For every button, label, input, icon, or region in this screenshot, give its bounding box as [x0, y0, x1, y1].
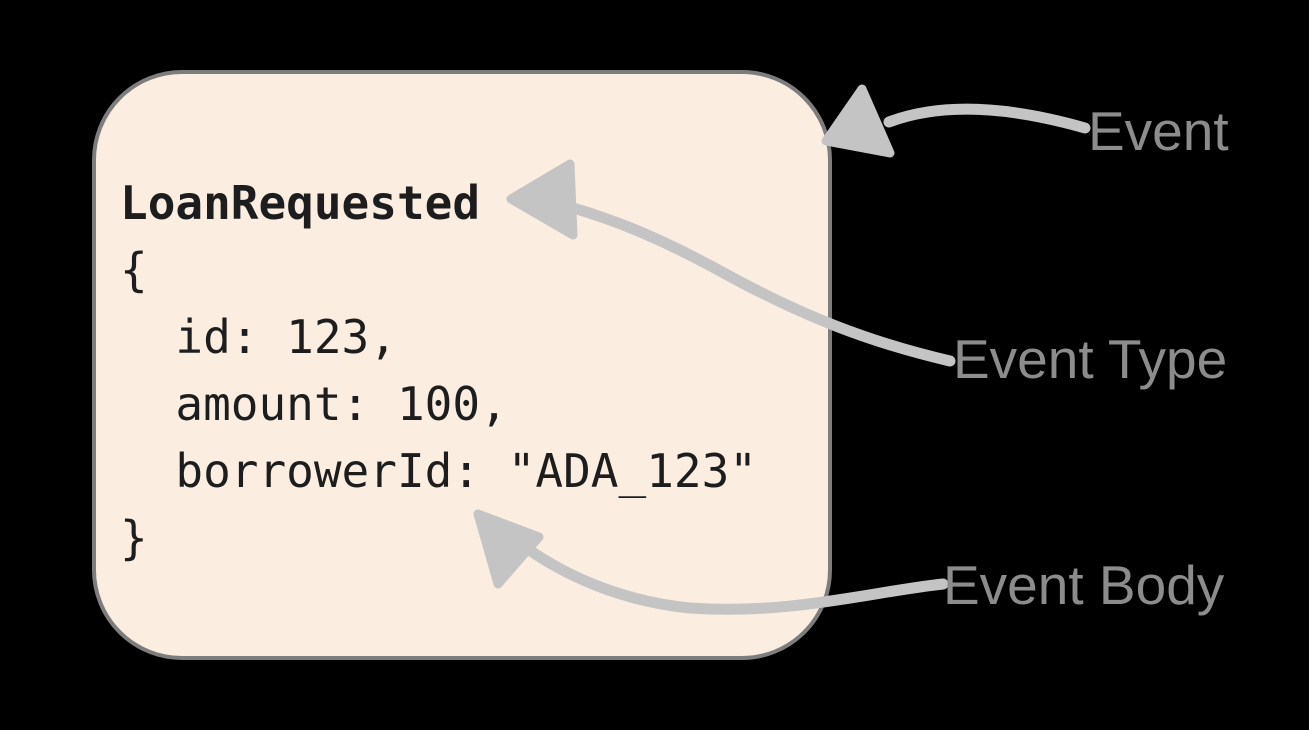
event-body-line: amount: 100,	[120, 377, 508, 431]
event-body-line: {	[120, 243, 148, 297]
event-type-name: LoanRequested	[120, 176, 481, 230]
event-code-block: LoanRequested { id: 123, amount: 100, bo…	[120, 170, 757, 572]
event-arrowhead	[821, 84, 895, 158]
label-event-type: Event Type	[953, 328, 1228, 390]
event-body-line: }	[120, 511, 148, 565]
event-body-line: id: 123,	[120, 310, 397, 364]
label-event: Event	[1088, 100, 1229, 162]
label-event-body: Event Body	[943, 554, 1225, 616]
event-body-line: borrowerId: "ADA_123"	[120, 444, 757, 498]
event-arrow	[821, 84, 1091, 158]
